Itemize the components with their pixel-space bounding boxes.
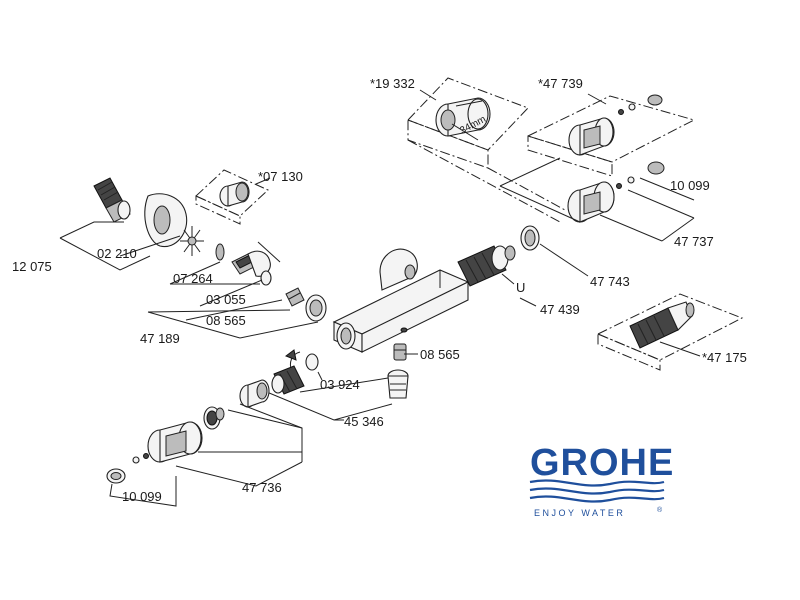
cartridge-47439-icon <box>457 245 516 287</box>
nut-07130-icon <box>219 181 250 207</box>
part-19332-group: 34mm *19 332 <box>370 76 529 169</box>
label-10099-right: 10 099 <box>670 178 710 193</box>
part-47439-group: 47 743 U 47 439 <box>457 225 630 317</box>
label-10099-left: 10 099 <box>122 489 162 504</box>
dashed-leader-2 <box>487 167 566 211</box>
handle-47739-icon <box>568 94 663 156</box>
label-47737: 47 737 <box>674 234 714 249</box>
brand-name: GROHE <box>530 442 674 484</box>
part-47737-group: 10 099 47 737 <box>567 161 714 249</box>
label-u: U <box>516 280 525 295</box>
knob-19332-icon <box>435 97 491 137</box>
rosette-02210-icon <box>144 193 188 248</box>
leader-12075-b <box>59 237 151 271</box>
part-12075-group: 02 210 12 075 <box>12 177 204 274</box>
part-45346-group: 03 924 45 346 <box>261 349 393 429</box>
arrow-head-icon <box>284 349 297 361</box>
label-45346: 45 346 <box>344 414 384 429</box>
label-03055: 03 055 <box>206 292 246 307</box>
bolt-08565-icon <box>285 287 305 307</box>
part-47736-group: 47 736 10 099 <box>106 379 303 507</box>
part-07130-group: *07 130 <box>195 169 303 225</box>
label-47189: 47 189 <box>140 331 180 346</box>
label-19332: *19 332 <box>370 76 415 91</box>
label-47739: *47 739 <box>538 76 583 91</box>
dashed-box-47175-side <box>597 333 661 371</box>
o-ring-icon <box>260 270 272 286</box>
elbow-fitting-12075-icon <box>93 177 131 223</box>
spider-clip-icon <box>180 226 204 256</box>
cartridge-lower-icon <box>271 365 305 395</box>
leader-47736-b <box>175 461 303 487</box>
handle-47736-icon <box>132 421 203 464</box>
dashed-leader-1 <box>407 139 561 223</box>
cartridge-47175-icon <box>629 301 695 349</box>
elbow-03055-icon <box>231 250 271 277</box>
grohe-logo: GROHE ENJOY WATER ® <box>529 442 674 518</box>
ring-47743-icon <box>520 225 540 251</box>
washer-07264-icon <box>215 243 225 261</box>
label-07264: 07 264 <box>173 271 213 286</box>
label-47743: 47 743 <box>590 274 630 289</box>
outlet-08565-icon <box>393 343 407 361</box>
label-07130: *07 130 <box>258 169 303 184</box>
leader-47739 <box>499 157 561 187</box>
dashed-box-07130-side <box>195 195 241 225</box>
label-47736: 47 736 <box>242 480 282 495</box>
wall-bracket-icon <box>379 248 418 291</box>
label-08565-left: 08 565 <box>206 313 246 328</box>
o-ring-03924-icon <box>305 353 319 371</box>
cap-10099-left-icon <box>106 468 126 484</box>
cap-nut-47189-icon <box>305 294 327 322</box>
leader-10099-left <box>109 476 177 507</box>
leader-47736-a <box>198 409 303 453</box>
label-02210: 02 210 <box>97 246 137 261</box>
label-12075: 12 075 <box>12 259 52 274</box>
trademark-mark: ® <box>657 506 663 514</box>
valve-body-icon <box>332 269 470 353</box>
wave-logo-icon <box>529 479 665 503</box>
label-47439: 47 439 <box>540 302 580 317</box>
nut-lower-icon <box>239 379 270 408</box>
valve-body-group: 08 565 <box>332 248 470 399</box>
label-08565-mid: 08 565 <box>420 347 460 362</box>
leader-47739b <box>499 185 581 223</box>
label-47175: *47 175 <box>702 350 747 365</box>
label-03924: 03 924 <box>320 377 360 392</box>
brand-tagline: ENJOY WATER <box>534 508 625 518</box>
adapter-lower-icon <box>203 406 225 430</box>
filter-45346-icon <box>387 369 409 399</box>
part-47189-group: 07 264 03 055 08 565 47 189 <box>140 241 327 346</box>
dashed-box-47739 <box>526 95 696 163</box>
part-47175-group: *47 175 <box>596 293 747 371</box>
handle-47737-icon <box>567 161 665 223</box>
part-47739-group: *47 739 <box>526 76 696 177</box>
leader-12075-a <box>59 221 124 239</box>
